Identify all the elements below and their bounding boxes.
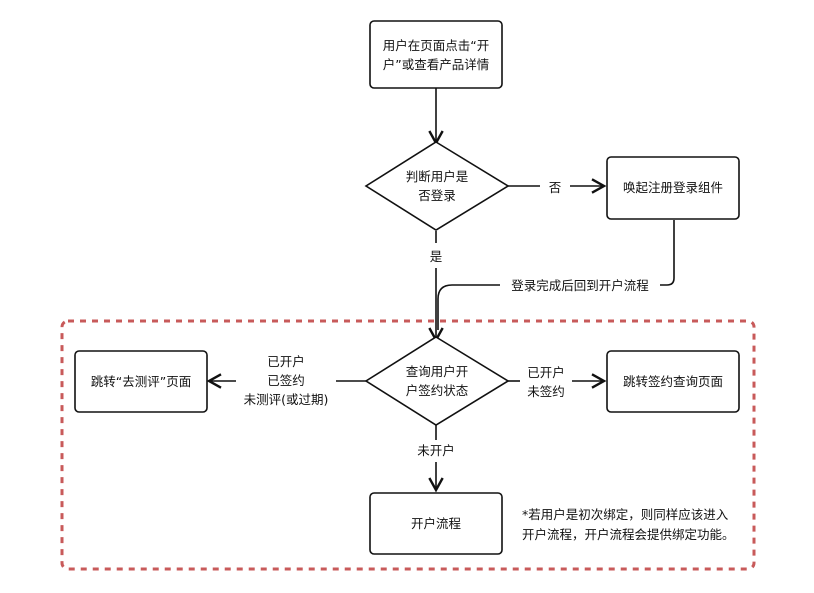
register-node [606, 156, 740, 220]
edge-login-return-part2 [437, 284, 500, 330]
note-line2: 开户流程，开户流程会提供绑定功能。 [522, 527, 735, 542]
edge-login-return-part1 [660, 220, 675, 286]
open-flow-label: 开户流程 [411, 516, 462, 531]
jump-eval-node [74, 350, 208, 413]
account-flow-region [60, 319, 756, 571]
jump-sign-node [606, 350, 740, 413]
register-node-label: 唤起注册登录组件 [623, 180, 723, 195]
edge-label-down: 未开户 [417, 443, 455, 458]
edge-label-left-line2: 已签约 [267, 373, 305, 388]
edge-label-left-line1: 已开户 [267, 354, 305, 369]
edge-label-no: 否 [549, 180, 562, 195]
start-node-line2: 户”或查看产品详情 [383, 57, 489, 72]
edge-label-yes: 是 [430, 249, 443, 264]
check-login-decision [364, 141, 510, 231]
query-status-line2: 户签约状态 [406, 383, 469, 398]
query-status-decision [364, 336, 510, 426]
open-flow-node [369, 492, 503, 555]
edge-label-right-line2: 未签约 [527, 384, 565, 399]
start-node [369, 20, 503, 89]
edge-label-right-line1: 已开户 [527, 365, 565, 380]
check-login-line2: 否登录 [418, 188, 456, 203]
edge-label-login-done: 登录完成后回到开户流程 [511, 278, 649, 293]
note-line1: *若用户是初次绑定，则同样应该进入 [522, 507, 729, 522]
query-status-line1: 查询用户开 [406, 364, 469, 379]
jump-sign-label: 跳转签约查询页面 [623, 374, 723, 389]
edge-label-left-line3: 未测评(或过期) [244, 392, 329, 407]
start-node-line1: 用户在页面点击“开 [383, 38, 489, 53]
check-login-line1: 判断用户是 [406, 169, 469, 184]
jump-eval-label: 跳转“去测评”页面 [91, 374, 191, 389]
